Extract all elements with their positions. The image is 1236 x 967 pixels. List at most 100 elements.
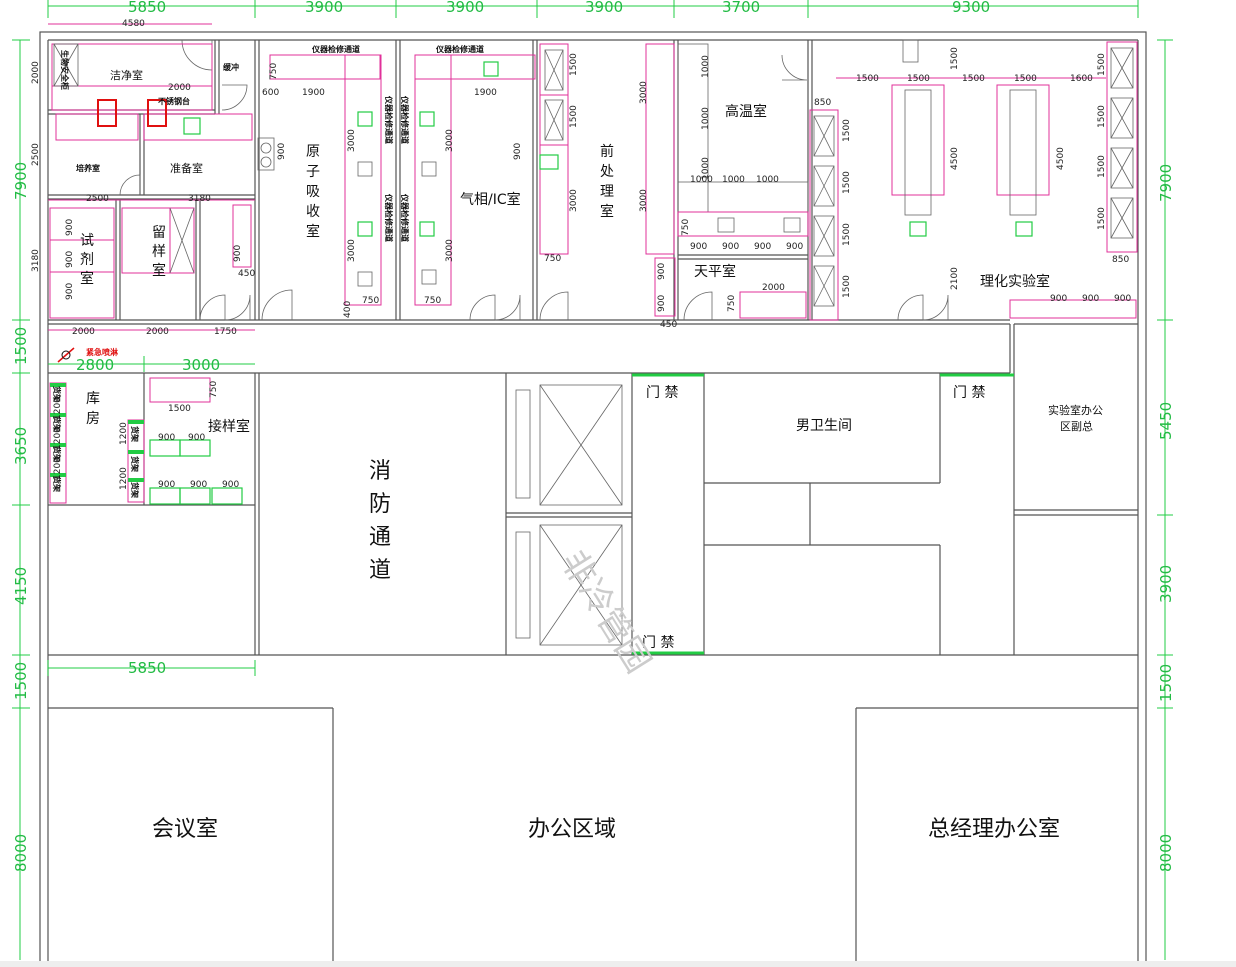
dim-d750-c: 750 [544, 254, 561, 264]
lab-benches [49, 39, 1138, 321]
dim-right-5: 8000 [1157, 834, 1175, 872]
label-buffer: 缓冲 [223, 62, 239, 72]
label-maint-5: 仪器检修通道 [384, 193, 394, 242]
dim-left-2: 1500 [12, 327, 30, 365]
dim-d1500-v1: 1500 [569, 53, 579, 76]
label-emergency-shower: 紧急喷淋 [86, 347, 118, 357]
dim-d3000-c: 3000 [445, 129, 455, 152]
dim-d3000-g: 3000 [639, 189, 649, 212]
label-warehouse-2: 房 [86, 411, 100, 427]
dim-d1500-c: 1500 [962, 74, 985, 84]
dim-d900-j: 900 [158, 480, 175, 490]
label-office: 办公区域 [528, 817, 616, 842]
lab-row-walls [48, 40, 1010, 325]
dim-d1750: 1750 [214, 327, 237, 337]
dim-d1200-b: 1200 [53, 427, 63, 450]
dim-d1900-a: 1900 [302, 88, 325, 98]
label-access-2: 门 禁 [953, 385, 985, 401]
dim-d1500-v2: 1500 [569, 105, 579, 128]
dim-d1200-a: 1200 [53, 397, 63, 420]
label-maint-1: 仪器检修通道 [311, 44, 360, 54]
label-fire-1: 消 [369, 459, 391, 484]
dim-d1600: 1600 [1070, 74, 1093, 84]
dim-d850-b: 850 [1112, 255, 1129, 265]
label-lab-office-2: 区副总 [1060, 419, 1093, 433]
dim-d900-v2: 900 [513, 143, 523, 160]
label-sample-1: 留 [152, 225, 166, 241]
label-high-temp: 高温室 [725, 103, 767, 120]
label-culture-room: 培养室 [76, 163, 100, 173]
label-aas-4: 收 [306, 204, 320, 220]
watermark: 非冷管园 [552, 544, 658, 681]
label-shelf-2: 货架 [52, 415, 62, 432]
dim-d1200-e: 1200 [119, 467, 129, 490]
dim-d750-v3: 750 [681, 219, 691, 236]
middle-zone-walls [48, 323, 1138, 656]
dim-d2000-d: 2000 [762, 283, 785, 293]
dim-d3000-f: 3000 [639, 81, 649, 104]
label-reception: 接样室 [208, 418, 250, 435]
dim-right-4: 1500 [1157, 664, 1175, 702]
dim-d1000-a: 1000 [690, 175, 713, 185]
small-dimensions: 4580 2000 2000 1750 2500 3180 2000 1900 … [31, 19, 1131, 490]
label-maint-4: 仪器检修通道 [400, 95, 410, 144]
dim-d900-v8: 900 [233, 245, 243, 262]
dim-d1500-v8: 1500 [1097, 53, 1107, 76]
dim-right-3: 3900 [1157, 565, 1175, 603]
dim-d750-v: 750 [209, 381, 219, 398]
dim-d900-e: 900 [1050, 294, 1067, 304]
dim-d1000-c: 1000 [756, 175, 779, 185]
label-meeting: 会议室 [152, 817, 218, 842]
dim-d750-v4: 750 [727, 295, 737, 312]
dim-d400: 400 [343, 301, 353, 318]
label-shelf-3: 货架 [52, 445, 62, 462]
dim-4580: 4580 [122, 19, 145, 29]
dim-d1500-a: 1500 [856, 74, 879, 84]
dim-left-5: 1500 [12, 662, 30, 700]
dim-mid-5850: 5850 [128, 659, 166, 677]
label-shelf-7: 货架 [130, 481, 140, 498]
dim-d900-v6: 900 [65, 251, 75, 268]
door-arcs [119, 39, 949, 321]
dim-d2000-b: 2000 [146, 327, 169, 337]
label-sample-3: 室 [152, 262, 166, 279]
dim-d900-k: 900 [190, 480, 207, 490]
dim-d4500-b: 4500 [1056, 147, 1066, 170]
label-balance: 天平室 [694, 263, 736, 280]
dim-left-6: 8000 [12, 834, 30, 872]
dim-d2100: 2100 [950, 267, 960, 290]
dim-d900-v5: 900 [65, 219, 75, 236]
top-dimension-line: 5850 3900 3900 3900 3700 9300 [47, 0, 1139, 18]
label-shelf-4: 货架 [52, 475, 62, 492]
dim-top-1: 5850 [128, 0, 166, 16]
label-pre-2: 处 [600, 164, 614, 180]
dim-d2000-v: 2000 [31, 61, 41, 84]
dim-d1500-e: 1500 [168, 404, 191, 414]
label-clean-room: 洁净室 [110, 68, 143, 82]
label-pre-3: 理 [600, 184, 614, 200]
label-men-wc: 男卫生间 [796, 418, 852, 434]
elevators [515, 384, 623, 646]
label-physchem: 理化实验室 [980, 273, 1050, 290]
dim-d900-d: 900 [786, 242, 803, 252]
label-aas-2: 子 [306, 164, 320, 180]
label-reagent-2: 剂 [80, 252, 94, 268]
dim-d750-b: 750 [424, 296, 441, 306]
label-maint-6: 仪器检修通道 [400, 193, 410, 242]
label-shelf-6: 货架 [130, 455, 140, 472]
dim-top-4: 3900 [585, 0, 623, 16]
label-biosafety: 生物安全柜 [60, 50, 70, 90]
dim-left-4: 4150 [12, 567, 30, 605]
dim-d1500-b: 1500 [907, 74, 930, 84]
dim-d1500-d: 1500 [1014, 74, 1037, 84]
dim-d3180-v: 3180 [31, 249, 41, 272]
label-fire-4: 道 [369, 558, 391, 583]
label-aas-5: 室 [306, 223, 320, 240]
label-steel-bench: 不锈钢台 [158, 96, 190, 106]
dim-d1900-b: 1900 [474, 88, 497, 98]
room-labels: 洁净室 缓冲 不锈钢台 培养室 准备室 生物安全柜 试 剂 室 留 样 室 原 … [52, 44, 1103, 842]
left-dimension-line: 7900 1500 3650 4150 1500 8000 [12, 39, 30, 960]
dim-right-2: 5450 [1157, 402, 1175, 440]
label-maint-3: 仪器检修通道 [384, 95, 394, 144]
